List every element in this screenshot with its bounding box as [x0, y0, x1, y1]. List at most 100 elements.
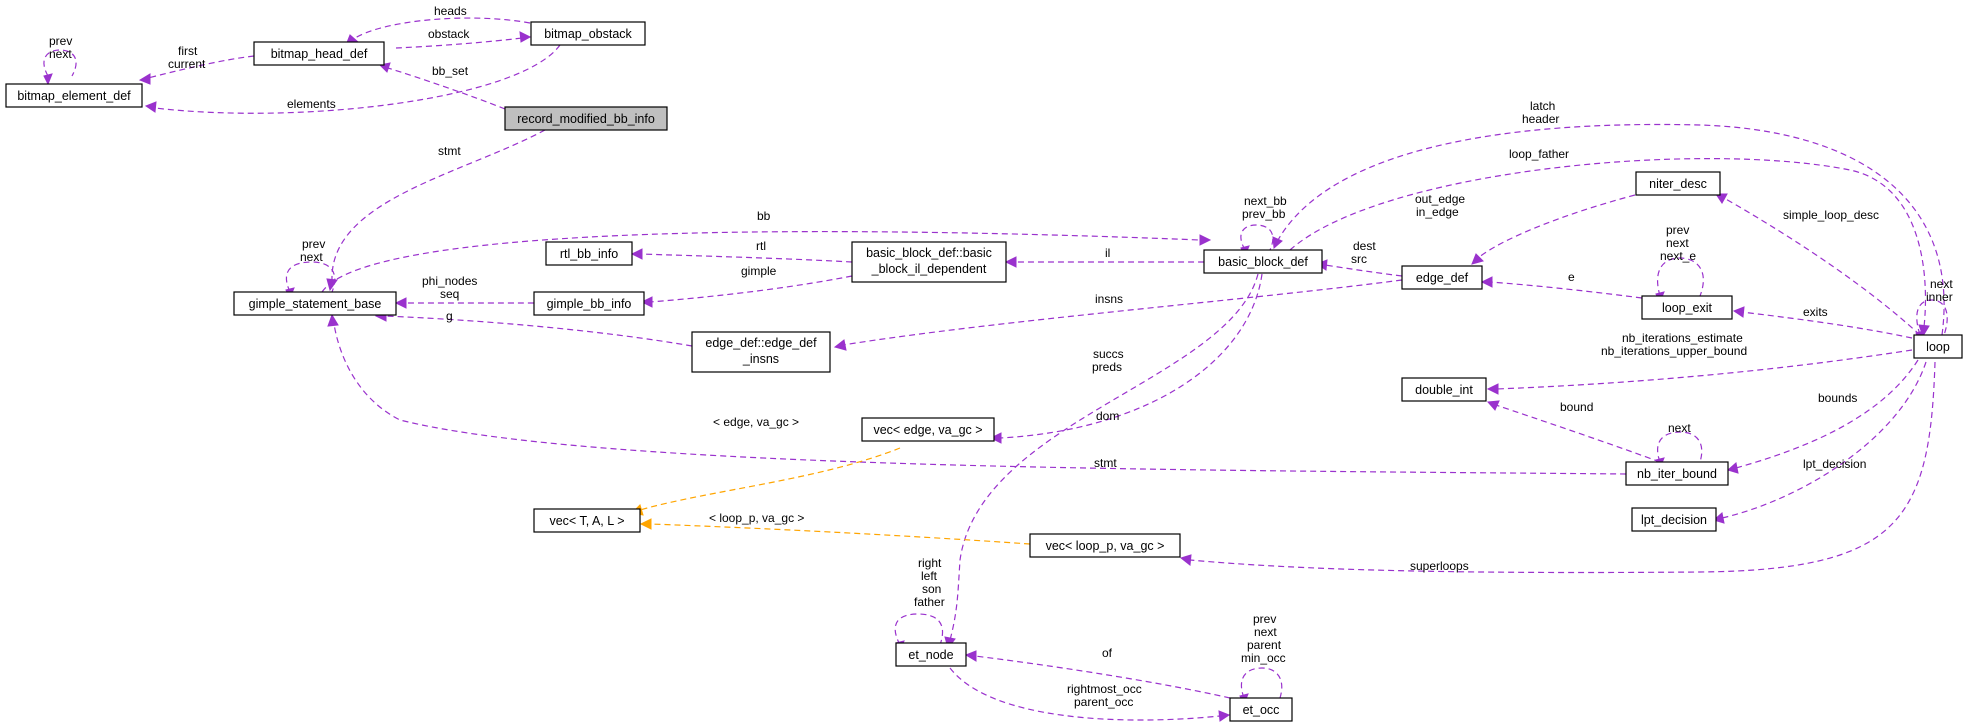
node-vec-t-a-l[interactable]: vec< T, A, L >: [533, 508, 641, 533]
edge-lpt-decision: lpt_decision: [1712, 361, 1927, 524]
node-gimple-bb-info[interactable]: gimple_bb_info: [533, 291, 645, 316]
edge-label-right: right: [918, 556, 942, 570]
edge-label-next: next: [49, 47, 72, 61]
node-loop[interactable]: loop: [1913, 334, 1963, 359]
edge-elements: elements: [144, 44, 561, 114]
edge-rtl: rtl: [630, 239, 853, 263]
edge-label-father: father: [914, 595, 945, 609]
edge-label-in-edge: in_edge: [1416, 205, 1459, 219]
node-label: niter_desc: [1649, 177, 1707, 191]
edge-label-of: of: [1102, 646, 1113, 660]
edge-label-nb-iterations-estimate: nb_iterations_estimate: [1622, 331, 1743, 345]
edge-label-parent-occ: parent_occ: [1074, 695, 1133, 709]
edge-label-loop-p-va-gc: < loop_p, va_gc >: [709, 511, 804, 525]
node-label-line2: _insns: [742, 352, 779, 366]
node-et-node[interactable]: et_node: [895, 642, 967, 667]
edge-label-prev-bb: prev_bb: [1242, 207, 1286, 221]
node-label-line1: edge_def::edge_def: [705, 336, 817, 350]
edge-label-simple-loop-desc: simple_loop_desc: [1783, 208, 1879, 222]
edge-label-loop-father: loop_father: [1509, 147, 1569, 161]
edge-label-rightmost-occ: rightmost_occ: [1067, 682, 1142, 696]
edge-stmt-long: stmt: [327, 313, 1627, 475]
edge-label-gimple: gimple: [741, 264, 777, 278]
edge-succs-preds: succs preds: [989, 273, 1263, 444]
edge-gimple-self: prev next: [285, 237, 336, 300]
node-label: gimple_statement_base: [249, 297, 382, 311]
edge-label-prev: prev: [1253, 612, 1276, 626]
edge-simple-loop-desc: simple_loop_desc: [1715, 193, 1921, 336]
node-label: lpt_decision: [1641, 513, 1707, 527]
edge-label-bound: bound: [1560, 400, 1593, 414]
node-label: vec< edge, va_gc >: [873, 423, 982, 437]
node-label: et_node: [908, 648, 953, 662]
edge-etn-self: right left son father: [894, 556, 945, 653]
edge-label-next-e: next_e: [1660, 249, 1696, 263]
node-label: bitmap_obstack: [544, 27, 632, 41]
node-edge-def[interactable]: edge_def: [1401, 265, 1483, 290]
edge-bb-set: bb_set: [378, 62, 506, 110]
node-bitmap-obstack[interactable]: bitmap_obstack: [530, 21, 646, 46]
edge-loop-p-va-gc: < loop_p, va_gc >: [639, 511, 1031, 545]
node-vec-loop-p-va-gc[interactable]: vec< loop_p, va_gc >: [1029, 533, 1181, 558]
node-label: double_int: [1415, 383, 1473, 397]
edge-label-seq: seq: [440, 287, 459, 301]
edge-label-prev: prev: [49, 34, 72, 48]
node-basic-block-def[interactable]: basic_block_def: [1203, 249, 1323, 274]
node-basic-block-il-dependent[interactable]: basic_block_def::basic _block_il_depende…: [851, 241, 1007, 283]
edge-superloops: superloops: [1179, 361, 1936, 574]
edge-bitmap-element-self: prev next: [43, 34, 77, 86]
node-edge-def-insns[interactable]: edge_def::edge_def _insns: [691, 331, 831, 373]
node-rtl-bb-info[interactable]: rtl_bb_info: [545, 241, 633, 266]
edge-label-out-edge: out_edge: [1415, 192, 1465, 206]
edge-label-stmt: stmt: [1094, 456, 1117, 470]
node-double-int[interactable]: double_int: [1401, 377, 1487, 402]
edge-label-dest: dest: [1353, 239, 1376, 253]
edge-label-next: next: [1668, 421, 1691, 435]
edge-nib-self: next: [1655, 421, 1703, 470]
edge-bounds: bounds: [1726, 359, 1919, 474]
edge-label-next: next: [1254, 625, 1277, 639]
node-lpt-decision[interactable]: lpt_decision: [1631, 507, 1717, 532]
edge-bound: bound: [1486, 400, 1661, 463]
edge-label-dom: dom: [1096, 409, 1119, 423]
node-et-occ[interactable]: et_occ: [1229, 697, 1293, 722]
node-record-modified-bb-info[interactable]: record_modified_bb_info: [504, 106, 668, 131]
edge-label-stmt: stmt: [438, 144, 461, 158]
edge-label-next: next: [300, 250, 323, 264]
edge-bbd-self: next_bb prev_bb: [1240, 194, 1287, 258]
edge-e: e: [1480, 270, 1643, 299]
edge-out-in: out_edge in_edge: [1415, 192, 1636, 265]
edge-label-current: current: [168, 57, 206, 71]
node-bitmap-head-def[interactable]: bitmap_head_def: [253, 41, 385, 66]
node-label: nb_iter_bound: [1637, 467, 1717, 481]
edge-label-nb-iterations-upper-bound: nb_iterations_upper_bound: [1601, 344, 1747, 358]
edge-label-bb-set: bb_set: [432, 64, 469, 78]
edge-loop-self: next inner: [1915, 277, 1953, 343]
edge-label-preds: preds: [1092, 360, 1122, 374]
edge-label-elements: elements: [287, 97, 336, 111]
edge-label-son: son: [922, 582, 941, 596]
edge-gimple: gimple: [640, 264, 853, 308]
edge-label-bounds: bounds: [1818, 391, 1857, 405]
edge-label-succs: succs: [1093, 347, 1124, 361]
edge-nb-iterations: nb_iterations_estimate nb_iterations_upp…: [1486, 331, 1913, 395]
node-bitmap-element-def[interactable]: bitmap_element_def: [5, 83, 143, 108]
edge-label-obstack: obstack: [428, 27, 470, 41]
edge-label-bb: bb: [757, 209, 771, 223]
node-label: vec< T, A, L >: [549, 514, 624, 528]
node-gimple-statement-base[interactable]: gimple_statement_base: [233, 291, 397, 316]
node-loop-exit[interactable]: loop_exit: [1641, 295, 1733, 320]
node-vec-edge-va-gc[interactable]: vec< edge, va_gc >: [861, 417, 995, 442]
edge-edge-va-gc: < edge, va_gc >: [630, 415, 901, 516]
edge-head-to-element: first current: [138, 44, 255, 85]
node-label: bitmap_element_def: [17, 89, 131, 103]
node-label: bitmap_head_def: [271, 47, 368, 61]
edge-label-e: e: [1568, 270, 1575, 284]
edge-rightmost-occ: rightmost_occ parent_occ: [949, 667, 1231, 722]
node-niter-desc[interactable]: niter_desc: [1635, 171, 1721, 196]
node-label: basic_block_def: [1218, 255, 1308, 269]
edge-label-src: src: [1351, 252, 1367, 266]
edge-label-next: next: [1666, 236, 1689, 250]
node-nb-iter-bound[interactable]: nb_iter_bound: [1625, 461, 1729, 486]
